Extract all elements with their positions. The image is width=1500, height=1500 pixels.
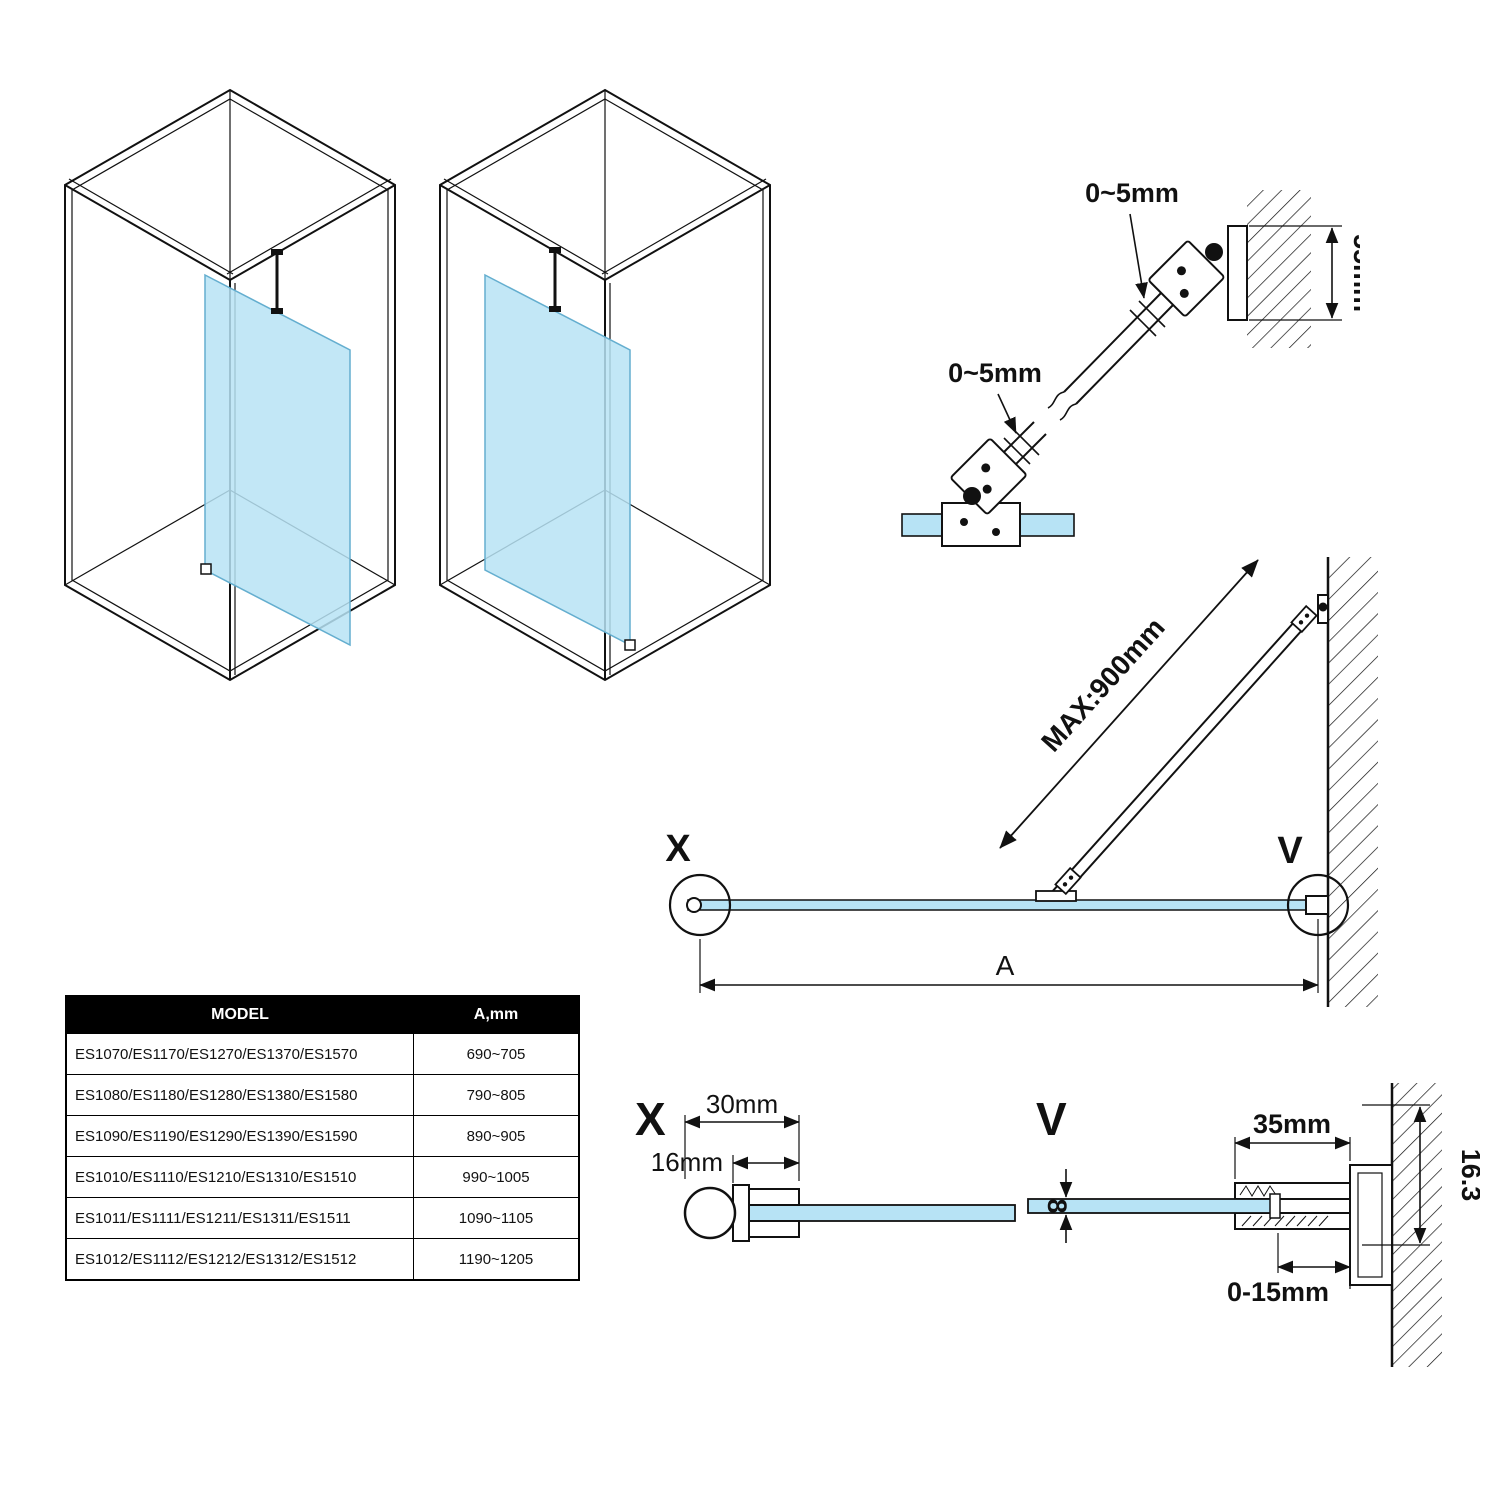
height-163-dimension: [1362, 1104, 1430, 1246]
amm-cell: 1090~1105: [413, 1197, 580, 1239]
gap-top-label: 0~5mm: [1085, 178, 1179, 208]
width-35-label: 35mm: [1253, 1109, 1331, 1139]
bar-wall-mount: [1290, 594, 1329, 634]
height-163-label: 16.3: [1456, 1149, 1480, 1202]
glass-panel-section: [748, 1204, 1016, 1222]
table-header-row: MODEL A,mm: [65, 995, 580, 1034]
col-header-amm: A,mm: [413, 995, 580, 1034]
detail-x-circle: [668, 873, 732, 937]
col-header-model: MODEL: [65, 995, 414, 1034]
table-row: ES1012/ES1112/ES1212/ES1312/ES1512 1190~…: [65, 1238, 580, 1281]
iso-view-right: [439, 88, 771, 682]
max-length-label: MAX:900mm: [1035, 612, 1170, 758]
round-knob: [683, 1186, 737, 1240]
wall-section: [1326, 557, 1378, 1007]
detail-x-marker: X: [665, 828, 691, 870]
floor-bracket: [200, 563, 212, 575]
support-bar: [1050, 610, 1313, 902]
model-cell: ES1070/ES1170/ES1270/ES1370/ES1570: [65, 1033, 414, 1075]
depth-16-dimension: [732, 1155, 800, 1183]
wall-section: [1390, 1083, 1442, 1367]
width-dimension: [699, 919, 1319, 993]
glass-panel-section: [1027, 1193, 1281, 1219]
detail-x-title: X: [635, 1093, 666, 1145]
amm-cell: 1190~1205: [413, 1238, 580, 1281]
gap-top-leader: [1129, 213, 1148, 299]
table-row: ES1070/ES1170/ES1270/ES1370/ES1570 690~7…: [65, 1033, 580, 1075]
glass-thickness-label: 8: [1042, 1198, 1072, 1213]
amm-cell: 690~705: [413, 1033, 580, 1075]
gap-bottom-leader: [997, 393, 1017, 434]
ceiling-support-rod: [271, 249, 283, 314]
width-30-dimension: [684, 1115, 800, 1181]
iso-view-left: [64, 88, 396, 682]
glass-panel: [204, 273, 351, 647]
table-row: ES1010/ES1110/ES1210/ES1310/ES1510 990~1…: [65, 1156, 580, 1198]
wall-section: [1227, 190, 1311, 348]
ceiling-support-rod: [549, 247, 561, 312]
table-row: ES1080/ES1180/ES1280/ES1380/ES1580 790~8…: [65, 1074, 580, 1116]
model-cell: ES1080/ES1180/ES1280/ES1380/ES1580: [65, 1074, 414, 1116]
adjust-range-dimension: [1277, 1233, 1351, 1289]
lower-pivot-bracket: [950, 438, 1027, 515]
glass-edge-section: [901, 502, 1075, 547]
plan-view: MAX:900mm X V A: [665, 557, 1378, 1007]
floor-bracket: [624, 639, 636, 651]
model-cell: ES1011/ES1111/ES1211/ES1311/ES1511: [65, 1197, 414, 1239]
wall-profile: [1234, 1164, 1393, 1286]
model-cell: ES1090/ES1190/ES1290/ES1390/ES1590: [65, 1115, 414, 1157]
detail-v-section: V 35mm: [1027, 1083, 1480, 1367]
gap-tick-marks-top: [1129, 300, 1166, 337]
glass-panel: [484, 273, 631, 647]
glass-clamp-profile: [683, 1184, 1016, 1242]
adjust-range-label: 0-15mm: [1227, 1277, 1329, 1307]
detail-v-title: V: [1036, 1093, 1067, 1145]
table-row: ES1090/ES1190/ES1290/ES1390/ES1590 890~9…: [65, 1115, 580, 1157]
gap-bottom-label: 0~5mm: [948, 358, 1042, 388]
width-30-label: 30mm: [706, 1089, 778, 1119]
upper-pivot-bracket: [1148, 240, 1225, 317]
plate-height-label: 55mm: [1348, 234, 1360, 312]
table-row: ES1011/ES1111/ES1211/ES1311/ES1511 1090~…: [65, 1197, 580, 1239]
amm-cell: 790~805: [413, 1074, 580, 1116]
model-cell: ES1010/ES1110/ES1210/ES1310/ES1510: [65, 1156, 414, 1198]
support-bar-bracket-detail: 55mm: [901, 178, 1360, 547]
gap-tick-marks-bottom: [1003, 428, 1040, 465]
amm-cell: 890~905: [413, 1115, 580, 1157]
detail-x-section: X 30mm 16mm: [635, 1089, 1016, 1242]
width-label: A: [996, 950, 1015, 981]
glass-panel-top-view: [686, 895, 1329, 915]
model-cell: ES1012/ES1112/ES1212/ES1312/ES1512: [65, 1238, 414, 1281]
depth-16-label: 16mm: [651, 1147, 723, 1177]
model-table: MODEL A,mm ES1070/ES1170/ES1270/ES1370/E…: [65, 995, 580, 1281]
bar-glass-clamp: [1035, 866, 1082, 902]
max-length-dimension: [999, 559, 1259, 849]
detail-v-marker: V: [1277, 830, 1303, 872]
width-35-dimension: [1234, 1136, 1351, 1179]
plate-height-dimension: [1249, 225, 1342, 321]
amm-cell: 990~1005: [413, 1156, 580, 1198]
model-table-wrap: MODEL A,mm ES1070/ES1170/ES1270/ES1370/E…: [65, 995, 580, 1281]
